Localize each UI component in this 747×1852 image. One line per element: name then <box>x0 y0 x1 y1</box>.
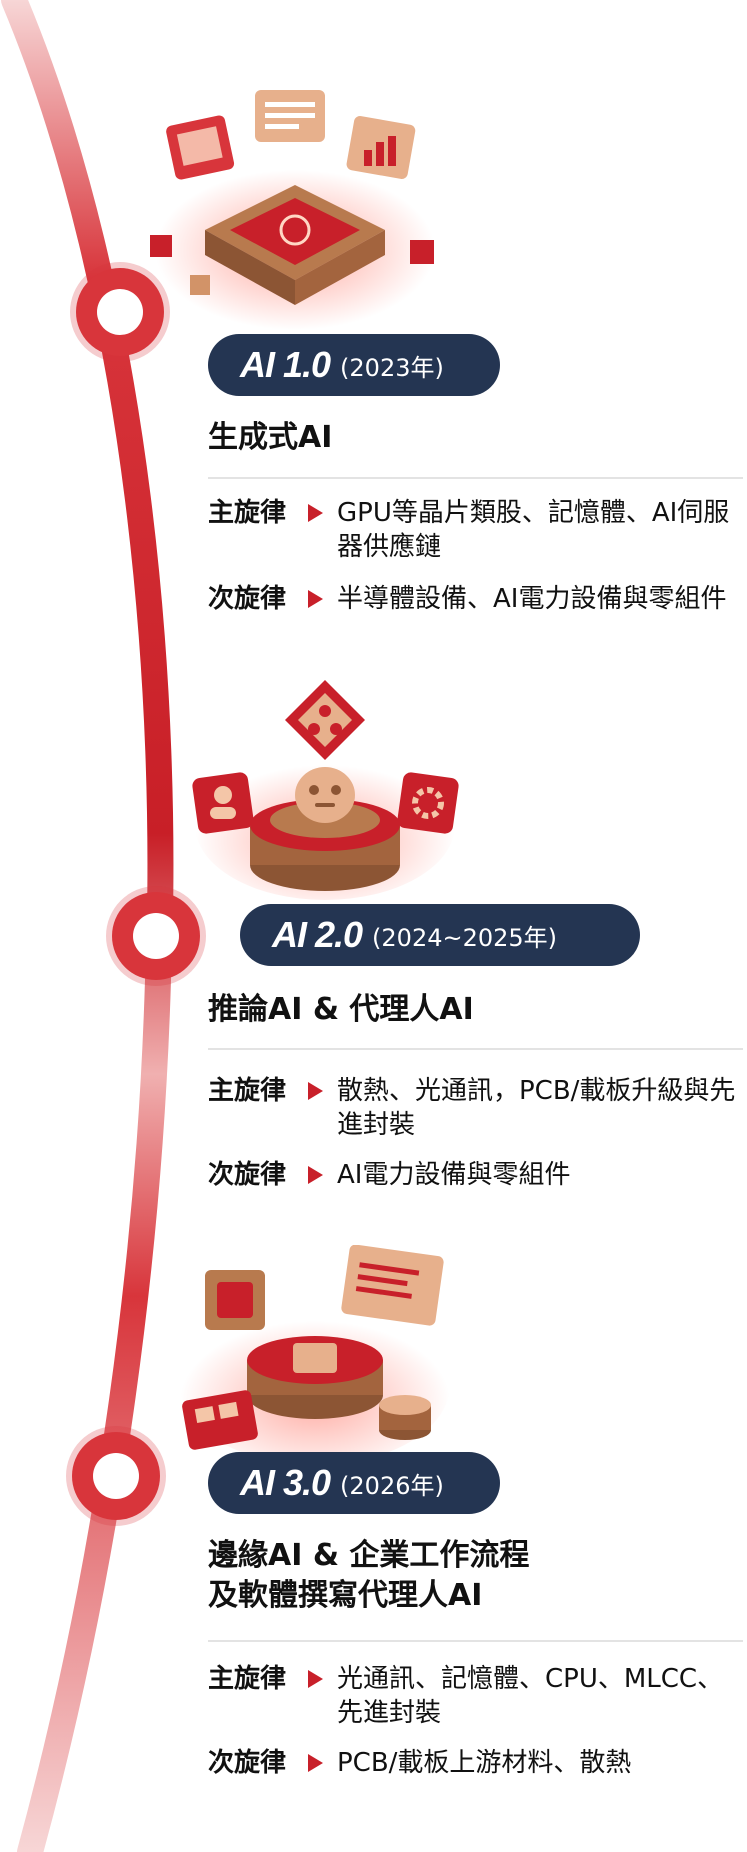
main-theme-text: 散熱、光通訊，PCB/載板升級與先進封裝 <box>337 1076 736 1140</box>
triangle-arrow-icon <box>308 1166 323 1184</box>
triangle-arrow-icon <box>308 590 323 608</box>
ai-chip-icon <box>150 90 435 330</box>
triangle-arrow-icon <box>308 1754 323 1772</box>
sub-theme-row-2: 次旋律 AI電力設備與零組件 <box>208 1158 737 1192</box>
sub-theme-row-3: 次旋律 PCB/載板上游材料、散熱 <box>208 1746 737 1780</box>
section-title-1: 生成式AI <box>208 420 333 455</box>
version-years: (2026年) <box>340 1471 444 1500</box>
sub-theme-label: 次旋律 <box>208 584 287 614</box>
version-label: AI 1.0 <box>240 344 331 385</box>
version-label: AI 3.0 <box>240 1462 331 1503</box>
main-theme-label: 主旋律 <box>208 498 287 528</box>
timeline-node-1 <box>76 268 164 356</box>
sub-theme-text: AI電力設備與零組件 <box>337 1160 571 1190</box>
sub-theme-text: PCB/載板上游材料、散熱 <box>337 1748 632 1778</box>
section-title-2: 推論AI & 代理人AI <box>208 992 474 1027</box>
version-label: AI 2.0 <box>272 914 363 955</box>
timeline-node-3 <box>72 1432 160 1520</box>
main-theme-text: 光通訊、記憶體、CPU、MLCC、先進封裝 <box>337 1664 724 1728</box>
main-theme-row-2: 主旋律 散熱、光通訊，PCB/載板升級與先進封裝 <box>208 1074 737 1142</box>
version-badge-3: AI 3.0 (2026年) <box>208 1452 500 1514</box>
ai-robot-icon <box>192 680 459 900</box>
divider-1 <box>208 477 743 479</box>
divider-2 <box>208 1048 743 1050</box>
triangle-arrow-icon <box>308 504 323 522</box>
section-title-3: 邊緣AI & 企業工作流程 及軟體撰寫代理人AI <box>208 1538 530 1613</box>
timeline-node-2 <box>112 892 200 980</box>
sub-theme-row-1: 次旋律 半導體設備、AI電力設備與零組件 <box>208 582 737 616</box>
version-badge-1: AI 1.0 (2023年) <box>208 334 500 396</box>
triangle-arrow-icon <box>308 1082 323 1100</box>
version-years: (2024~2025年) <box>372 923 558 952</box>
sub-theme-label: 次旋律 <box>208 1748 287 1778</box>
edge-ai-icon <box>180 1245 450 1465</box>
main-theme-text: GPU等晶片類股、記憶體、AI伺服器供應鏈 <box>337 498 730 562</box>
version-years: (2023年) <box>340 353 444 382</box>
divider-3 <box>208 1640 743 1642</box>
main-theme-label: 主旋律 <box>208 1664 287 1694</box>
main-theme-row-3: 主旋律 光通訊、記憶體、CPU、MLCC、先進封裝 <box>208 1662 737 1730</box>
sub-theme-label: 次旋律 <box>208 1160 287 1190</box>
version-badge-2: AI 2.0 (2024~2025年) <box>240 904 640 966</box>
main-theme-row-1: 主旋律 GPU等晶片類股、記憶體、AI伺服器供應鏈 <box>208 496 737 564</box>
sub-theme-text: 半導體設備、AI電力設備與零組件 <box>337 584 727 614</box>
main-theme-label: 主旋律 <box>208 1076 287 1106</box>
triangle-arrow-icon <box>308 1670 323 1688</box>
